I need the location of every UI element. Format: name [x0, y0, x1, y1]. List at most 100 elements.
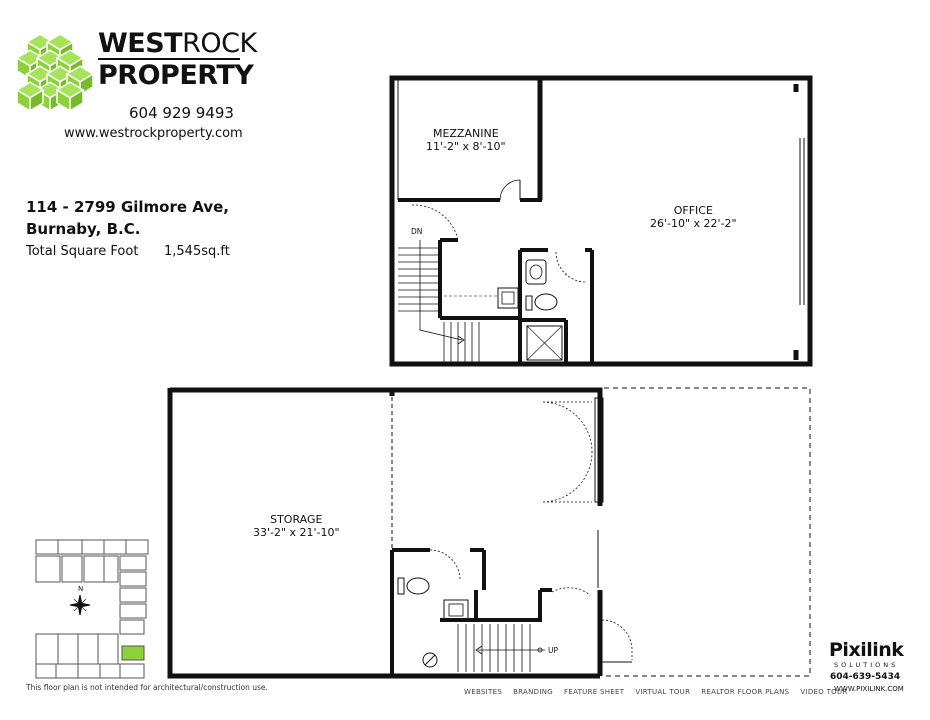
- upper-floor-plan: [389, 75, 813, 367]
- brand-property: PROPERTY: [98, 60, 254, 91]
- kitchen-sink-icon: [497, 287, 519, 309]
- toilet-tank: [525, 295, 533, 311]
- site-plan: [35, 539, 149, 679]
- site-building: [119, 555, 147, 571]
- kitchen-sink-basin: [501, 291, 515, 305]
- site-building: [81, 539, 105, 555]
- service-item: VIRTUAL TOUR: [635, 688, 691, 696]
- stair-arrow-head: [475, 645, 483, 655]
- stair-arrow: [419, 240, 463, 341]
- service-item: REALTOR FLOOR PLANS: [701, 688, 790, 696]
- compass-rose: [69, 594, 91, 616]
- site-building: [77, 633, 99, 665]
- lower-floor-outline-left: [167, 388, 600, 679]
- pixilink-sub: SOLUTIONS: [834, 661, 899, 669]
- room-office-dims: 26'-10" x 22'-2": [650, 217, 737, 230]
- shower-icon: [526, 325, 563, 361]
- toilet-icon: [534, 293, 558, 311]
- total-sqft-value: 1,545sq.ft: [164, 244, 230, 259]
- service-item: VIDEO TOUR: [800, 688, 848, 696]
- site-building: [99, 663, 121, 679]
- address-line2: Burnaby, B.C.: [26, 220, 141, 238]
- site-building: [35, 663, 57, 679]
- room-storage-name: STORAGE: [270, 513, 323, 526]
- shower-diag-b: [526, 325, 563, 361]
- site-highlight-unit: [121, 645, 145, 661]
- service-item: WEBSITES: [464, 688, 503, 696]
- site-building: [57, 633, 79, 665]
- westrock-cube-logo: [15, 33, 95, 113]
- lower-toilet-tank: [397, 577, 405, 595]
- brand-rule: [98, 58, 240, 60]
- stair-up-label: UP: [548, 646, 559, 655]
- stair-down-label: DN: [411, 227, 423, 236]
- brand-phone: 604 929 9493: [129, 104, 234, 122]
- brand-westrock: WESTROCK: [98, 28, 257, 59]
- mezzanine-door: [499, 179, 521, 201]
- stair-arrow-head: [457, 335, 465, 345]
- room-office: OFFICE 26'-10" x 22'-2": [650, 204, 737, 230]
- site-building: [103, 555, 119, 583]
- lower-toilet-icon: [406, 577, 430, 595]
- total-sqft-label: Total Square Foot: [26, 244, 139, 259]
- lower-stair-door: [551, 587, 591, 596]
- site-building: [35, 633, 59, 665]
- lower-sink-icon: [443, 599, 469, 621]
- service-item: BRANDING: [513, 688, 554, 696]
- pixilink-logo: Pixilink: [829, 639, 904, 661]
- site-building: [35, 555, 61, 583]
- room-mezzanine: MEZZANINE 11'-2" x 8'-10": [426, 127, 506, 153]
- lower-wash-door: [429, 549, 461, 581]
- compass-diag: [73, 598, 87, 612]
- site-building: [77, 663, 101, 679]
- entry-door-swing: [601, 619, 633, 660]
- site-building: [103, 539, 127, 555]
- brand-west: WEST: [98, 28, 183, 59]
- stair-arrow-dot: [537, 647, 543, 653]
- lower-sink-basin: [448, 603, 464, 617]
- double-door-swing: [542, 401, 593, 503]
- site-building: [119, 603, 147, 619]
- site-building: [119, 571, 147, 587]
- site-building: [57, 539, 83, 555]
- address-line1: 114 - 2799 Gilmore Ave,: [26, 198, 229, 216]
- water-heater-mark: [424, 654, 436, 666]
- room-storage-dims: 33'-2" x 21'-10": [253, 526, 340, 539]
- site-building: [55, 663, 79, 679]
- pixilink-phone: 604-639-5434: [830, 672, 901, 682]
- site-building: [83, 555, 105, 583]
- compass-north-label: N: [78, 585, 84, 593]
- lower-stairs: [457, 624, 545, 672]
- overhead-door-frame: [594, 397, 604, 503]
- logo-cube-face: [69, 88, 84, 113]
- pixilink-web: WWW.PIXILINK.COM: [834, 685, 904, 693]
- site-building: [119, 619, 145, 635]
- upper-stairs: [398, 240, 480, 362]
- disclaimer-text: This floor plan is not intended for arch…: [26, 683, 268, 692]
- service-item: FEATURE SHEET: [564, 688, 625, 696]
- lower-floor-plan: [167, 387, 811, 679]
- brand-rock: ROCK: [182, 28, 257, 59]
- upper-floor-outline: [389, 75, 813, 367]
- sink-basin: [529, 264, 543, 280]
- site-building: [97, 633, 119, 665]
- services-list: WEBSITES BRANDING FEATURE SHEET VIRTUAL …: [464, 688, 848, 696]
- exterior-dashed-area: [604, 387, 811, 677]
- site-building: [125, 539, 149, 555]
- room-mezzanine-dims: 11'-2" x 8'-10": [426, 140, 506, 153]
- room-mezzanine-name: MEZZANINE: [432, 127, 499, 140]
- water-heater-icon: [422, 652, 438, 668]
- sink-icon: [525, 259, 547, 285]
- room-office-name: OFFICE: [673, 204, 713, 217]
- logo-cube-face: [29, 88, 44, 113]
- lower-floor-outline-top: [170, 387, 603, 506]
- site-building: [61, 555, 83, 583]
- site-building: [119, 663, 145, 679]
- site-building: [35, 539, 59, 555]
- washroom-door: [555, 251, 587, 283]
- brand-website: www.westrockproperty.com: [64, 126, 243, 141]
- site-building: [119, 587, 147, 603]
- room-storage: STORAGE 33'-2" x 21'-10": [253, 513, 340, 539]
